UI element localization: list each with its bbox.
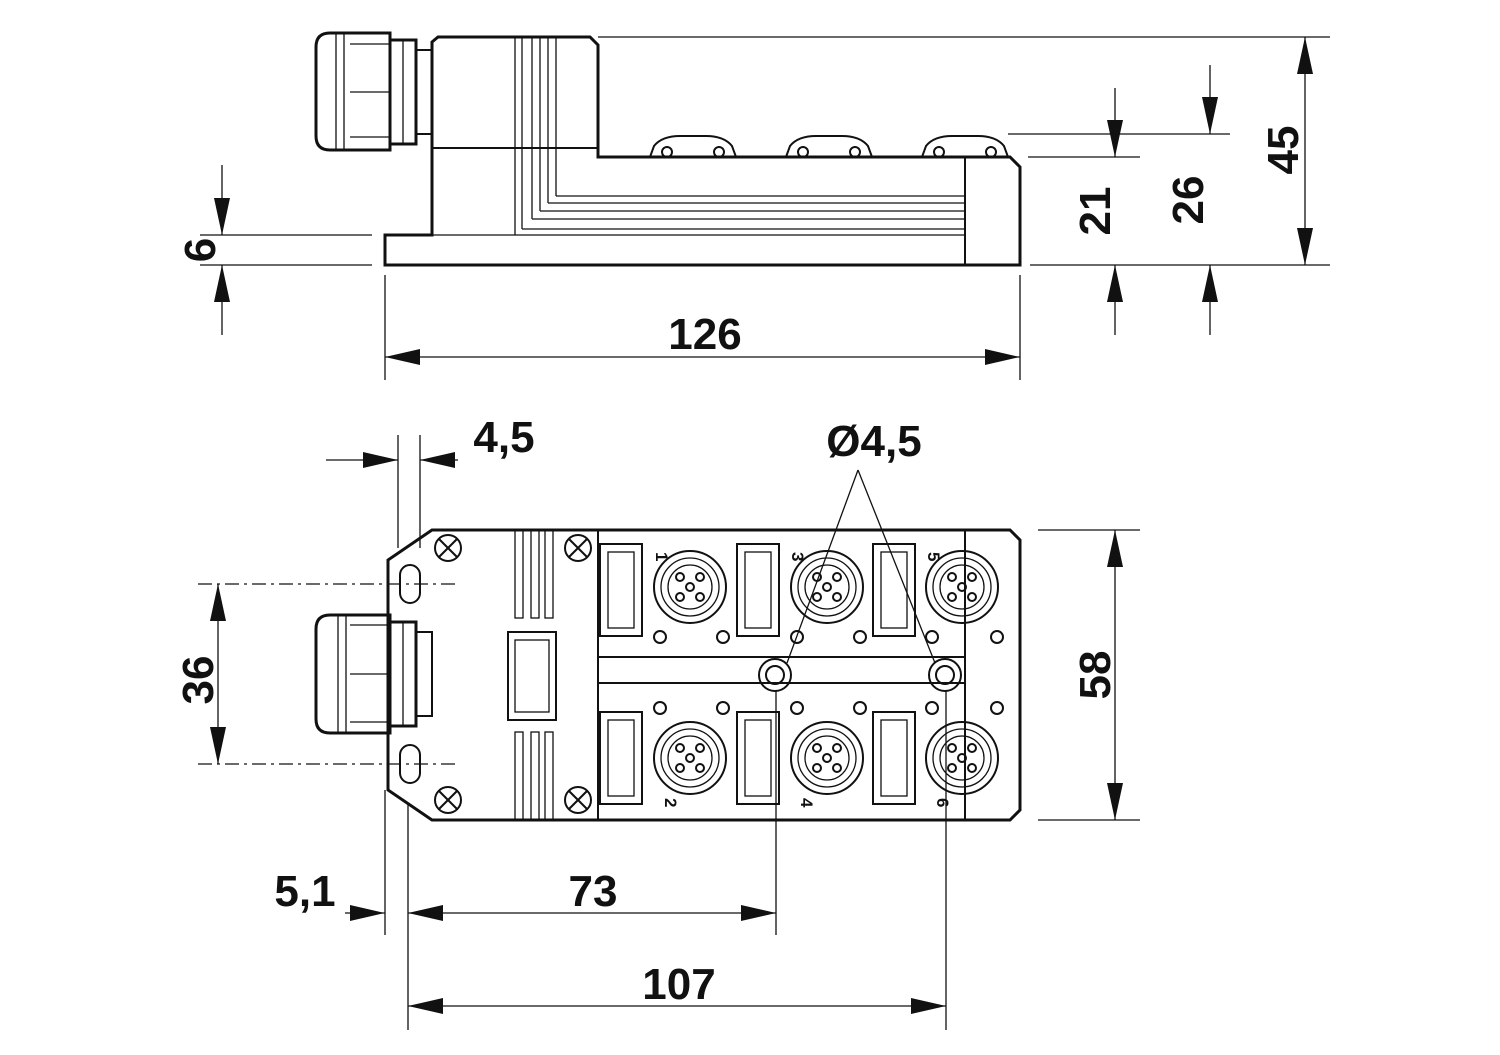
dim-offset-label: 5,1 xyxy=(274,867,335,916)
dim-21: 21 xyxy=(1028,88,1330,335)
dim-73: 73 xyxy=(408,867,776,921)
top-cable-gland xyxy=(314,613,433,735)
dim-first-hole-label: 73 xyxy=(569,867,618,916)
port-label-3: 3 xyxy=(788,552,807,561)
dim-base-label: 6 xyxy=(176,238,225,262)
m12-connectors xyxy=(653,550,999,795)
dim-58: 58 xyxy=(1038,529,1140,821)
dim-6: 6 xyxy=(176,165,372,335)
screw-icon xyxy=(434,786,462,814)
screw-icon xyxy=(564,534,592,562)
port-label-2: 2 xyxy=(661,798,680,807)
port-label-4: 4 xyxy=(797,798,816,808)
side-connectors xyxy=(649,135,1009,158)
port-labels: 1 2 3 4 5 6 xyxy=(652,552,952,808)
top-view: 1 2 3 4 5 6 4,5 Ø4,5 xyxy=(174,413,1140,1030)
dim-126: 126 xyxy=(384,275,1021,380)
dim-second-hole-label: 107 xyxy=(642,960,715,1009)
dim-hole-label: Ø4,5 xyxy=(826,417,921,466)
led-dots xyxy=(653,630,1004,715)
dim-total-label: 45 xyxy=(1259,126,1308,175)
mounting-holes xyxy=(758,658,962,692)
m12-socket-icon xyxy=(653,721,727,795)
dim-diameter: Ø4,5 xyxy=(786,417,936,664)
dim-spacing-label: 36 xyxy=(174,656,223,705)
dim-body-label: 21 xyxy=(1071,187,1120,236)
dim-4-5: 4,5 xyxy=(326,413,535,548)
port-label-6: 6 xyxy=(933,798,952,807)
dim-36: 36 xyxy=(174,584,226,764)
dim-width-label: 58 xyxy=(1071,651,1120,700)
screw-icon xyxy=(434,534,462,562)
label-slots xyxy=(599,543,916,805)
dim-plate-label: 4,5 xyxy=(473,413,534,462)
top-housing xyxy=(386,528,1022,822)
side-view: 126 6 21 26 xyxy=(176,31,1330,380)
dim-107: 107 xyxy=(408,960,946,1014)
port-label-1: 1 xyxy=(652,552,671,561)
m12-socket-icon xyxy=(925,721,999,795)
dim-length-label: 126 xyxy=(668,310,741,359)
screw-icon xyxy=(564,786,592,814)
m12-socket-icon xyxy=(653,550,727,624)
m12-socket-icon xyxy=(925,550,999,624)
side-housing xyxy=(383,35,1022,267)
m12-socket-icon xyxy=(790,721,864,795)
dim-5-1: 5,1 xyxy=(274,867,385,921)
dim-26: 26 xyxy=(1008,65,1230,335)
port-label-5: 5 xyxy=(924,552,943,561)
side-cable-gland xyxy=(314,31,433,152)
dim-connector-label: 26 xyxy=(1164,176,1213,225)
dim-45: 45 xyxy=(598,36,1330,265)
m12-socket-icon xyxy=(790,550,864,624)
